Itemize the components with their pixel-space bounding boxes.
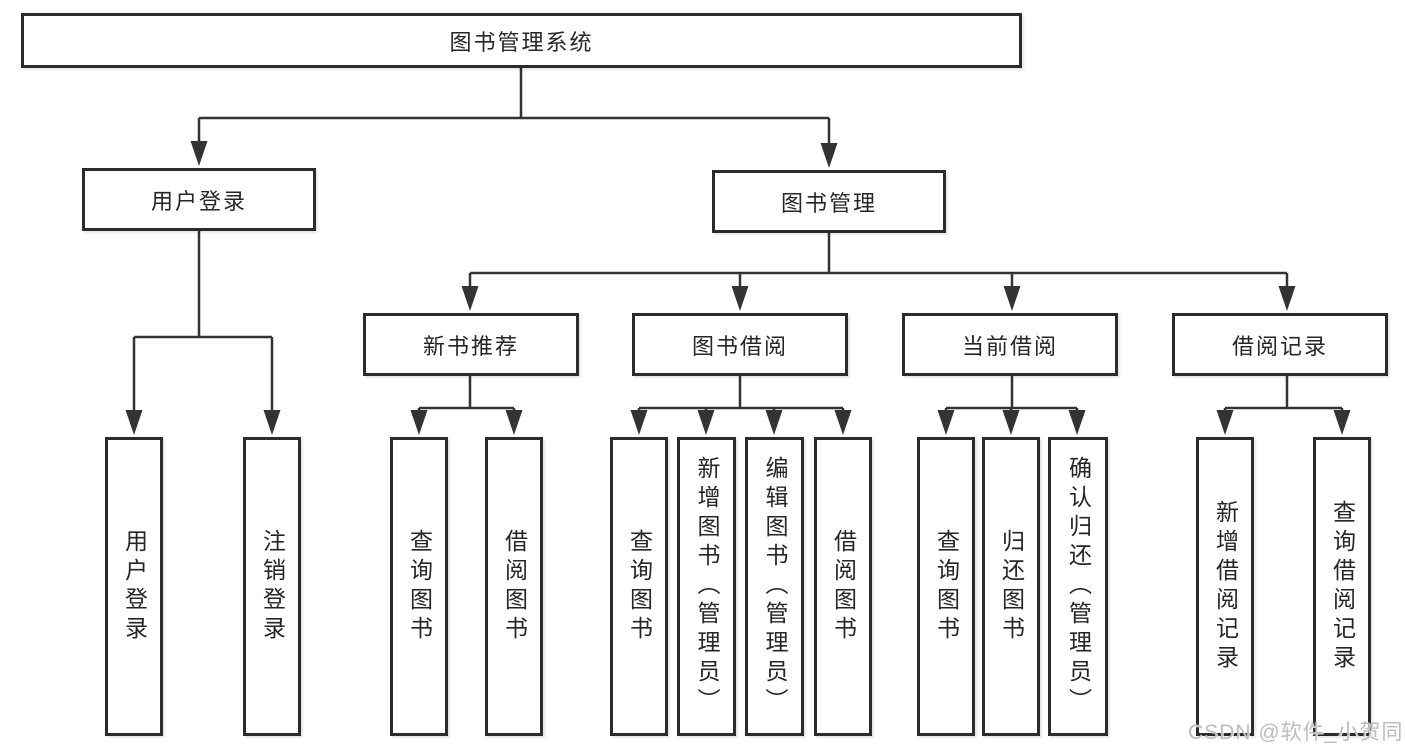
node-current-borrowing: 当前借阅 [902,313,1118,376]
leaf-records-add-record: 新增借阅记录 [1196,437,1254,736]
node-new-book-recommend: 新书推荐 [363,313,579,376]
leaf-recommend-query-books: 查询图书 [390,437,448,736]
node-borrowing-records: 借阅记录 [1172,313,1388,376]
leaf-records-query-record: 查询借阅记录 [1313,437,1371,736]
leaf-recommend-borrow-books: 借阅图书 [485,437,543,736]
leaf-borrowing-edit-books-admin: 编辑图书（管理员） [745,437,804,736]
leaf-logout: 注销登录 [243,437,301,736]
leaf-current-query-books: 查询图书 [917,437,975,736]
leaf-current-confirm-return-admin: 确认归还（管理员） [1048,437,1108,736]
leaf-current-return-books: 归还图书 [982,437,1040,736]
node-user-login: 用户登录 [82,168,316,231]
leaf-borrowing-query-books: 查询图书 [610,437,668,736]
node-book-management: 图书管理 [712,170,946,233]
node-library-system: 图书管理系统 [21,13,1022,68]
leaf-borrowing-add-books-admin: 新增图书（管理员） [677,437,736,736]
watermark-text: CSDN @软件_小贺同学 [1188,721,1405,744]
leaf-borrowing-borrow-books: 借阅图书 [814,437,872,736]
leaf-user-login: 用户登录 [105,437,163,736]
node-book-borrowing: 图书借阅 [632,313,848,376]
